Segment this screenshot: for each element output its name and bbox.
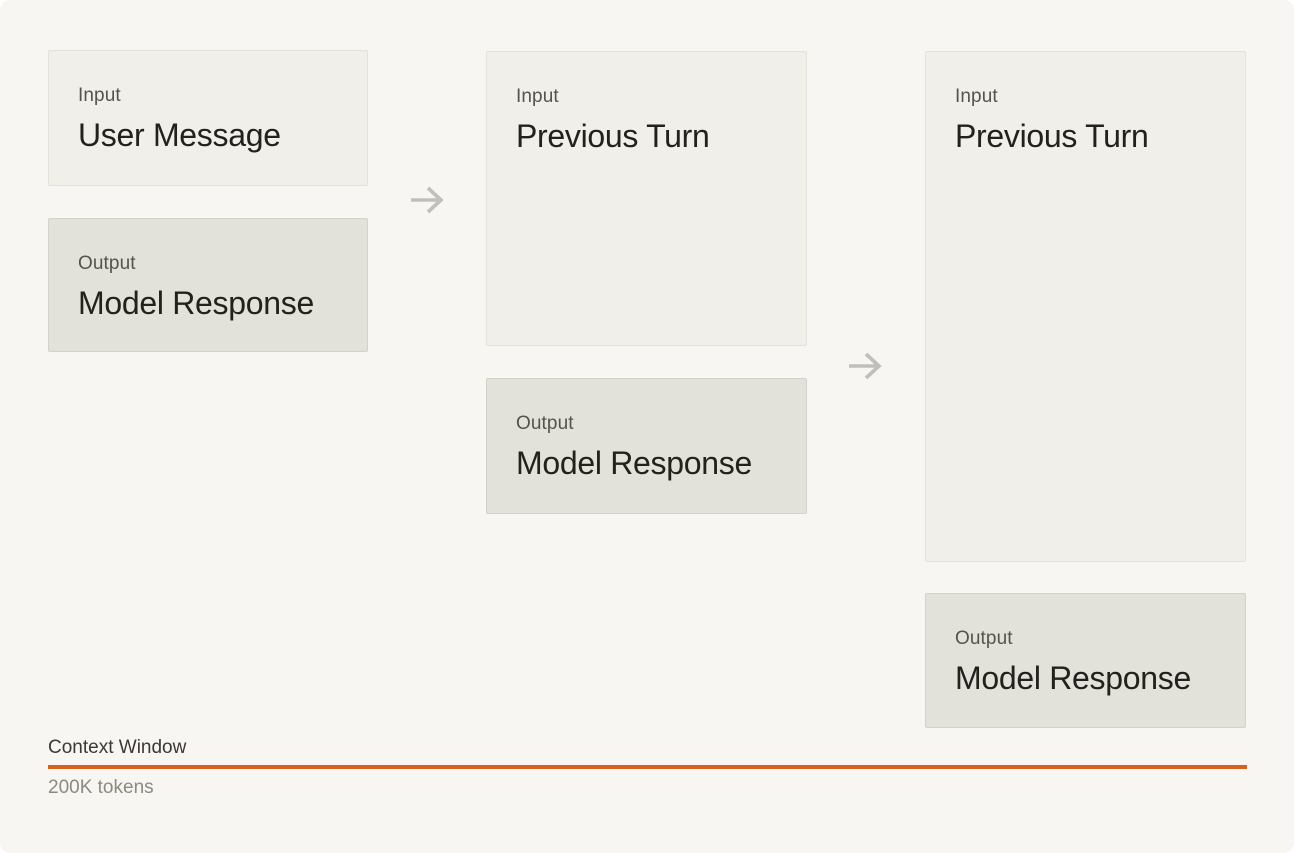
turn1-input-box: Input User Message <box>48 50 368 186</box>
arrow-right-icon <box>847 351 885 381</box>
turn3-output-title: Model Response <box>955 659 1191 696</box>
turn3-input-box: Input Previous Turn <box>925 51 1246 562</box>
turn1-output-label: Output <box>78 253 136 274</box>
turn2-output-label: Output <box>516 413 574 434</box>
turn3-input-label: Input <box>955 86 998 107</box>
turn1-output-box: Output Model Response <box>48 218 368 352</box>
turn2-input-box: Input Previous Turn <box>486 51 807 346</box>
context-window-capacity: 200K tokens <box>48 777 154 798</box>
turn1-input-label: Input <box>78 85 121 106</box>
turn1-input-title: User Message <box>78 116 281 153</box>
arrow-right-icon <box>409 185 447 215</box>
turn1-output-title: Model Response <box>78 284 314 321</box>
turn2-input-title: Previous Turn <box>516 117 710 154</box>
turn3-output-label: Output <box>955 628 1013 649</box>
context-window-label: Context Window <box>48 737 187 758</box>
turn2-output-title: Model Response <box>516 444 752 481</box>
context-window-line <box>48 765 1247 769</box>
turn2-output-box: Output Model Response <box>486 378 807 514</box>
turn3-output-box: Output Model Response <box>925 593 1246 728</box>
turn2-input-label: Input <box>516 86 559 107</box>
turn3-input-title: Previous Turn <box>955 117 1149 154</box>
